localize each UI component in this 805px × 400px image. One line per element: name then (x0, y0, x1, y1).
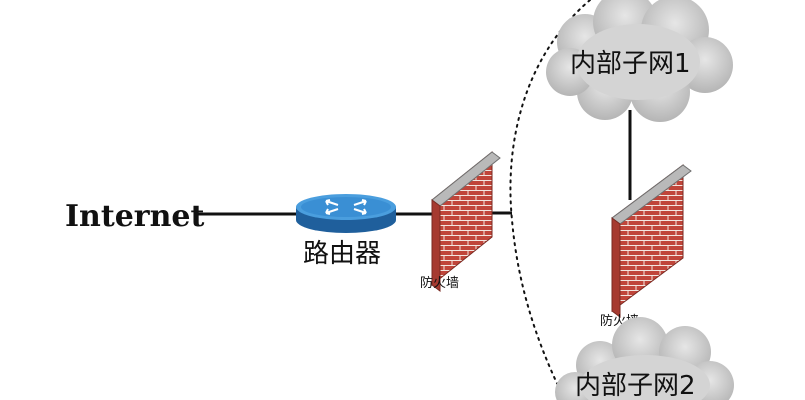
subnet1-label: 内部子网1 (570, 49, 691, 79)
router-icon (296, 194, 396, 233)
subnet2-label: 内部子网2 (575, 371, 696, 400)
firewall-outer-icon (431, 150, 501, 292)
firewall-outer-label: 防火墙 (420, 275, 459, 291)
subnet1-cloud-icon (546, 0, 733, 122)
internet-label: Internet (65, 199, 204, 234)
firewall-inner-icon (611, 164, 692, 318)
internal-network-boundary (509, 0, 591, 400)
subnet2-cloud-icon (555, 317, 734, 400)
router-label: 路由器 (303, 239, 381, 269)
